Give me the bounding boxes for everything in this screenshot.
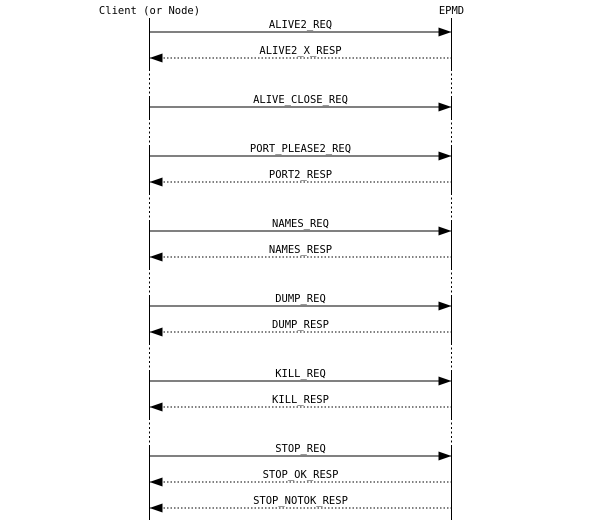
arrow-head xyxy=(438,27,452,37)
message-label: KILL_REQ xyxy=(275,368,326,380)
arrow-head xyxy=(438,151,452,161)
message: DUMP_REQ xyxy=(149,293,452,311)
message: ALIVE_CLOSE_REQ xyxy=(149,94,452,112)
arrow-head xyxy=(149,327,163,337)
message-label: ALIVE_CLOSE_REQ xyxy=(253,94,348,106)
message: STOP_NOTOK_RESP xyxy=(149,495,452,513)
message-label: ALIVE2_X_RESP xyxy=(259,45,341,57)
message-label: STOP_REQ xyxy=(275,443,326,455)
actor-label-client: Client (or Node) xyxy=(99,5,200,17)
message: PORT_PLEASE2_REQ xyxy=(149,143,452,161)
arrow-head xyxy=(149,477,163,487)
message: ALIVE2_REQ xyxy=(149,19,452,37)
arrow-head xyxy=(149,252,163,262)
arrow-head xyxy=(438,301,452,311)
message: DUMP_RESP xyxy=(149,319,452,337)
arrow-head xyxy=(149,53,163,63)
arrow-head xyxy=(438,102,452,112)
message-label: ALIVE2_REQ xyxy=(269,19,332,31)
message: NAMES_RESP xyxy=(149,244,452,262)
message-label: PORT2_RESP xyxy=(269,169,332,181)
message-label: NAMES_REQ xyxy=(272,218,329,230)
message-label: NAMES_RESP xyxy=(269,244,332,256)
message: KILL_RESP xyxy=(149,394,452,412)
actor-label-epmd: EPMD xyxy=(439,5,464,17)
arrow-head xyxy=(149,177,163,187)
arrow-head xyxy=(149,402,163,412)
message-label: STOP_NOTOK_RESP xyxy=(253,495,348,507)
message-label: DUMP_REQ xyxy=(275,293,326,305)
message: STOP_OK_RESP xyxy=(149,469,452,487)
message-label: STOP_OK_RESP xyxy=(263,469,339,481)
arrow-head xyxy=(149,503,163,513)
message: STOP_REQ xyxy=(149,443,452,461)
message: ALIVE2_X_RESP xyxy=(149,45,452,63)
messages: ALIVE2_REQ ALIVE2_X_RESP ALIVE_CLOSE_REQ PO… xyxy=(149,19,452,513)
message: PORT2_RESP xyxy=(149,169,452,187)
arrow-head xyxy=(438,451,452,461)
message-label: DUMP_RESP xyxy=(272,319,329,331)
message-label: PORT_PLEASE2_REQ xyxy=(250,143,351,155)
arrow-head xyxy=(438,376,452,386)
message: KILL_REQ xyxy=(149,368,452,386)
message: NAMES_REQ xyxy=(149,218,452,236)
message-label: KILL_RESP xyxy=(272,394,329,406)
arrow-head xyxy=(438,226,452,236)
